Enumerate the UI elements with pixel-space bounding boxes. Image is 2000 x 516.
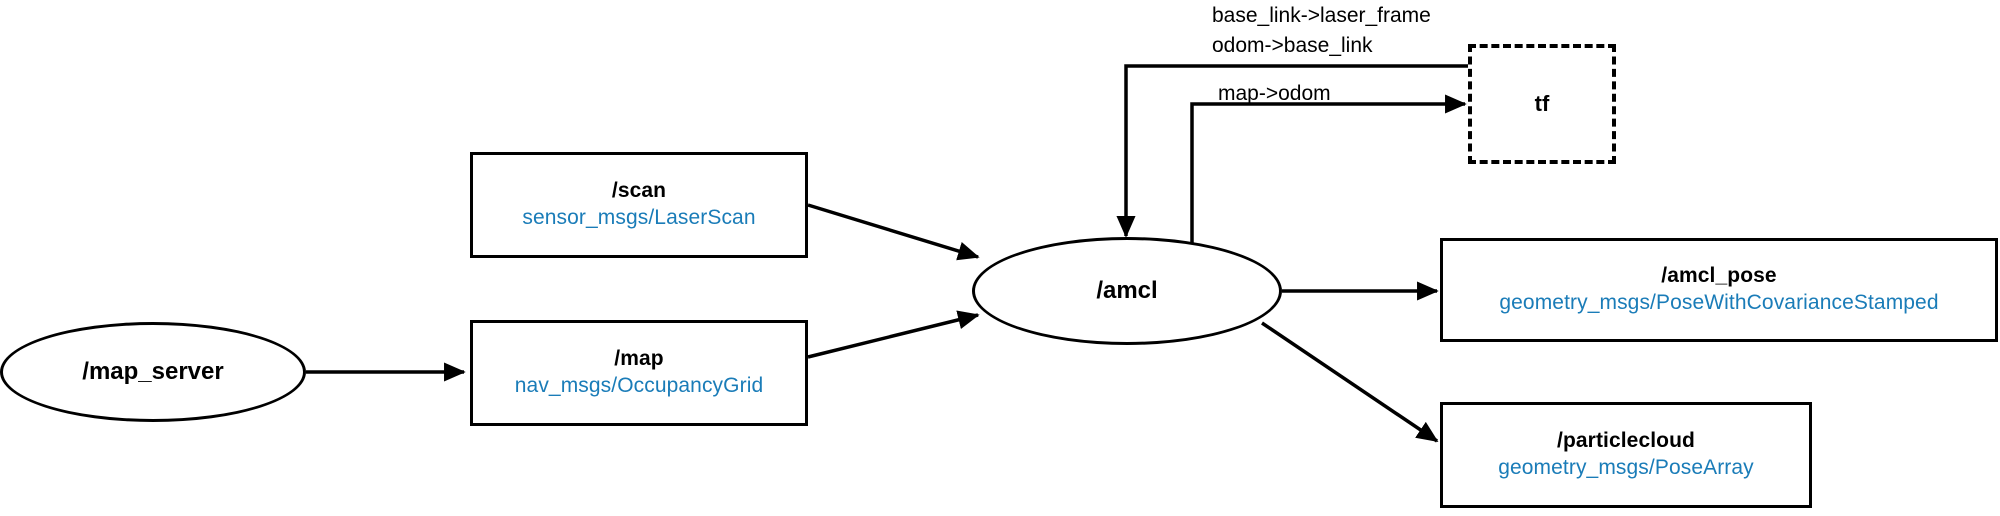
topic-map-type: nav_msgs/OccupancyGrid: [514, 374, 764, 397]
topic-amcl-pose[interactable]: /amcl_pose geometry_msgs/PoseWithCovaria…: [1440, 238, 1998, 342]
edge-label-amcl-to-tf: map->odom: [1218, 82, 1331, 105]
node-tf[interactable]: tf: [1468, 44, 1616, 164]
node-tf-label: tf: [1534, 90, 1550, 116]
topic-map-name: /map: [614, 347, 664, 371]
node-map-server-label: /map_server: [82, 357, 224, 385]
edge-scan-to-amcl: [807, 203, 980, 261]
topic-scan-name: /scan: [611, 179, 667, 203]
edge-label-tf-to-amcl: base_link->laser_frame odom->base_link: [1212, 1, 1431, 62]
edge-label-tf-line2: odom->base_link: [1212, 34, 1373, 58]
edge-map-to-amcl: [807, 310, 980, 359]
topic-particlecloud-name: /particlecloud: [1557, 429, 1695, 453]
topic-map[interactable]: /map nav_msgs/OccupancyGrid: [470, 320, 808, 426]
node-map-server[interactable]: /map_server: [0, 322, 306, 422]
edge-amcl-to-tf: [1190, 94, 1467, 243]
topic-particlecloud-type: geometry_msgs/PoseArray: [1498, 456, 1754, 479]
topic-scan-type: sensor_msgs/LaserScan: [522, 206, 756, 229]
edge-amcl-to-particlecloud: [1261, 321, 1439, 443]
topic-amcl-pose-type: geometry_msgs/PoseWithCovarianceStamped: [1499, 291, 1939, 314]
topic-scan[interactable]: /scan sensor_msgs/LaserScan: [470, 152, 808, 258]
node-amcl-label: /amcl: [1096, 276, 1158, 304]
topic-particlecloud[interactable]: /particlecloud geometry_msgs/PoseArray: [1440, 402, 1812, 508]
edge-label-tf-line1: base_link->laser_frame: [1212, 4, 1431, 27]
node-amcl[interactable]: /amcl: [972, 237, 1282, 345]
topic-amcl-pose-name: /amcl_pose: [1661, 264, 1777, 288]
